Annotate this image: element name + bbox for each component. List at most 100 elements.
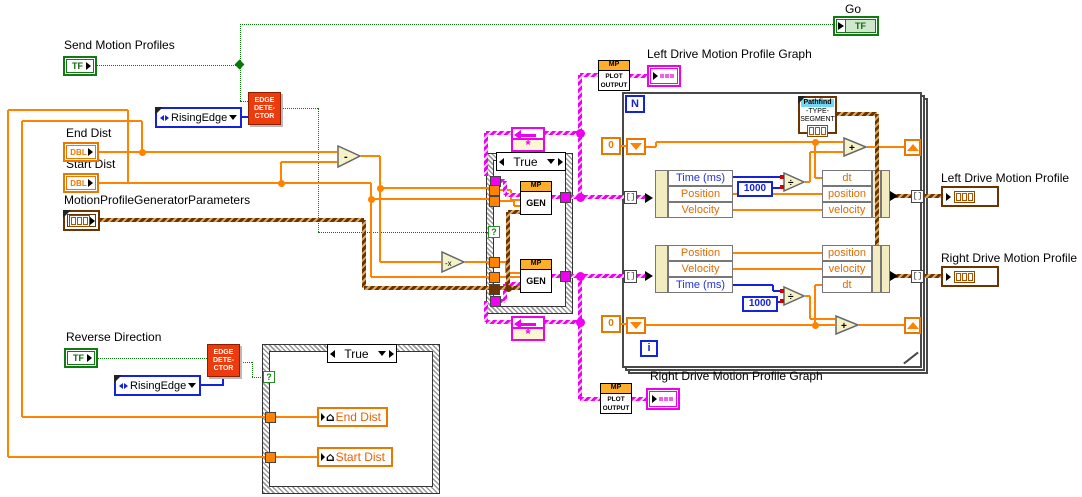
wire-numeric: [280, 162, 282, 183]
unbundle-1-velocity-row[interactable]: Velocity: [668, 202, 733, 218]
subvi-header: MP: [521, 260, 551, 270]
right-graph-indicator[interactable]: [646, 388, 680, 410]
send-motion-profiles-control[interactable]: TF: [63, 56, 97, 76]
reverse-direction-label: Reverse Direction: [66, 330, 162, 344]
input-arrow-icon: [653, 72, 658, 80]
pathfind-type-segment-constant[interactable]: Pathfind -TYPE- SEGMENT: [798, 96, 837, 137]
negate-node[interactable]: -x: [441, 251, 466, 274]
bundle-2-dt-row[interactable]: dt: [822, 277, 872, 293]
local-variable-icon: [326, 448, 335, 466]
corner-wedge-icon: [155, 107, 163, 115]
unbundle-2-position-row[interactable]: Position: [668, 245, 733, 261]
unbundle-2-input-column[interactable]: [655, 245, 668, 293]
zero-constant-2[interactable]: 0: [601, 315, 621, 333]
shift-register-left-top[interactable]: [626, 138, 646, 155]
add-node-2[interactable]: +: [835, 315, 860, 336]
thousand-constant-2[interactable]: 1000: [742, 296, 778, 312]
loop-iteration-terminal[interactable]: i: [640, 340, 658, 357]
unbundle-1-position-row[interactable]: Position: [668, 186, 733, 202]
shift-register-right-bottom[interactable]: [904, 317, 921, 334]
end-dist-local-variable[interactable]: End Dist: [317, 407, 388, 427]
dropdown-icon[interactable]: [188, 383, 196, 388]
dropdown-icon[interactable]: [547, 159, 555, 164]
edge-detector-node-1[interactable]: EDGE DETE- CTOR: [248, 92, 281, 125]
loop-count-terminal[interactable]: N: [625, 95, 645, 113]
mp-plot-output-subvi-1[interactable]: MP PLOT OUTPUT: [598, 60, 630, 91]
feedback-node-1[interactable]: *: [511, 127, 545, 152]
wire-junction-dot: [505, 285, 512, 292]
bundle-1-output-arrow-icon: [890, 191, 898, 201]
case-1-selector-terminal[interactable]: ?: [488, 226, 500, 238]
bundle-2-cluster-column[interactable]: [872, 245, 881, 293]
bundle-2-position-row[interactable]: position: [822, 245, 872, 261]
bundle-2-output-column[interactable]: [881, 245, 890, 293]
left-profile-label: Left Drive Motion Profile: [941, 171, 1070, 185]
tunnel-case2-end[interactable]: [265, 412, 276, 423]
feedback-initializer[interactable]: *: [513, 327, 543, 340]
feedback-node-2[interactable]: *: [511, 316, 545, 341]
rising-edge-enum-1[interactable]: RisingEdge: [155, 107, 242, 128]
tunnel-case2-start[interactable]: [265, 452, 276, 463]
thousand-constant-1[interactable]: 1000: [737, 181, 773, 197]
mp-gen-subvi-1[interactable]: MP GEN: [520, 181, 552, 215]
tunnel-gen-out-1[interactable]: [560, 192, 571, 203]
bundle-1-position-row[interactable]: position: [822, 186, 872, 202]
left-profile-indicator[interactable]: [941, 186, 999, 207]
wire-numeric: [127, 110, 129, 183]
divide-node-2[interactable]: ÷: [783, 286, 806, 307]
case-2-selector-terminal[interactable]: ?: [263, 371, 275, 383]
mp-plot-output-subvi-2[interactable]: MP PLOT OUTPUT: [600, 383, 632, 414]
case-1-selector[interactable]: True: [496, 152, 566, 171]
tunnel-feedback-in-2[interactable]: [490, 296, 501, 307]
bundle-1-velocity-row[interactable]: velocity: [822, 202, 872, 218]
autoindex-tunnel-in-2[interactable]: [624, 270, 637, 283]
dropdown-icon[interactable]: [229, 115, 237, 120]
left-graph-indicator[interactable]: [647, 65, 681, 87]
dropdown-icon[interactable]: [378, 351, 386, 356]
reverse-direction-control[interactable]: TF: [64, 348, 98, 368]
bundle-1-dt-row[interactable]: dt: [822, 170, 872, 186]
add-node-1[interactable]: +: [843, 137, 868, 158]
enum-spinner-icon[interactable]: [119, 382, 128, 389]
prev-case-icon[interactable]: [499, 157, 504, 166]
autoindex-tunnel-out-1[interactable]: [911, 190, 924, 203]
edge-detector-node-2[interactable]: EDGE DETE- CTOR: [207, 344, 240, 377]
next-case-icon[interactable]: [389, 349, 394, 358]
array-inner: [944, 189, 996, 204]
tunnel-start-dist-2[interactable]: [489, 272, 500, 283]
bundle-2-velocity-row[interactable]: velocity: [822, 261, 872, 277]
rising-edge-enum-2[interactable]: RisingEdge: [114, 375, 201, 396]
unbundle-1-input-column[interactable]: [655, 170, 668, 218]
shift-register-right-top[interactable]: [904, 139, 921, 156]
start-dist-local-variable[interactable]: Start Dist: [317, 447, 393, 467]
autoindex-tunnel-out-2[interactable]: [911, 270, 924, 283]
mp-gen-subvi-2[interactable]: MP GEN: [520, 259, 552, 293]
unbundle-2-time-row[interactable]: Time (ms): [668, 277, 733, 293]
wire-cluster-brown: [875, 114, 879, 245]
tunnel-gen-out-2[interactable]: [560, 271, 571, 282]
subtract-node[interactable]: -: [337, 144, 362, 169]
bundle-1-output-column[interactable]: [881, 170, 890, 218]
unbundle-1-time-row[interactable]: Time (ms): [668, 170, 733, 186]
tunnel-start-dist-1[interactable]: [489, 196, 500, 207]
prev-case-icon[interactable]: [330, 349, 335, 358]
right-profile-indicator[interactable]: [941, 266, 999, 287]
shift-register-left-bottom[interactable]: [626, 317, 646, 334]
tunnel-delta-dist[interactable]: [489, 185, 500, 196]
zero-constant-1[interactable]: 0: [601, 137, 621, 155]
wire-cluster-pink: [637, 195, 647, 199]
start-dist-control[interactable]: DBL: [63, 173, 99, 193]
tunnel-neg-dist[interactable]: [489, 257, 500, 268]
params-control[interactable]: [63, 210, 100, 231]
for-loop-frame[interactable]: [622, 92, 922, 368]
unbundle-2-velocity-row[interactable]: Velocity: [668, 261, 733, 277]
enum-spinner-icon[interactable]: [160, 114, 169, 121]
case-2-selector[interactable]: True: [327, 344, 397, 363]
go-indicator[interactable]: TF: [833, 16, 879, 36]
end-dist-control[interactable]: DBL: [63, 142, 99, 162]
next-case-icon[interactable]: [558, 157, 563, 166]
feedback-initializer[interactable]: *: [513, 138, 543, 151]
divide-node-1[interactable]: ÷: [783, 172, 806, 193]
autoindex-tunnel-in-1[interactable]: [624, 191, 637, 204]
tunnel-params[interactable]: [489, 284, 500, 295]
